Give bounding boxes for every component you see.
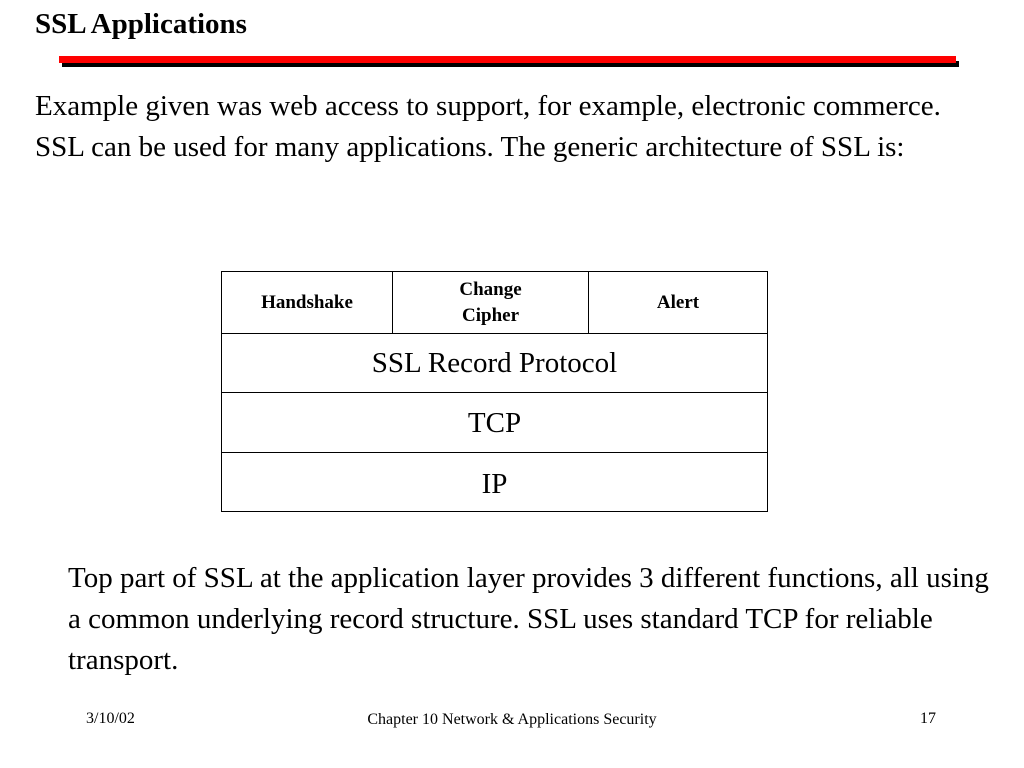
title-rule-shadow <box>62 61 959 67</box>
ip-layer: IP <box>222 454 767 513</box>
change-cipher-protocol-cell: Change Cipher <box>393 272 589 333</box>
intro-paragraph: Example given was web access to support,… <box>35 90 941 163</box>
summary-paragraph: Top part of SSL at the application layer… <box>68 562 989 676</box>
slide-title: SSL Applications <box>35 8 247 40</box>
tcp-layer: TCP <box>222 394 767 453</box>
protocol-top-row: Handshake Change Cipher Alert <box>222 272 767 334</box>
handshake-label: Handshake <box>261 291 353 313</box>
ssl-architecture-diagram: Handshake Change Cipher Alert SSL Record… <box>221 271 768 512</box>
alert-label: Alert <box>656 291 700 313</box>
footer-date: 3/10/02 <box>86 710 135 727</box>
footer-page-number: 17 <box>920 710 936 727</box>
record-protocol-label: SSL Record Protocol <box>371 347 618 379</box>
title-rule <box>59 56 956 63</box>
tcp-label: TCP <box>467 407 522 439</box>
ip-label: IP <box>481 467 508 500</box>
ssl-record-protocol-layer: SSL Record Protocol <box>222 334 767 393</box>
footer-chapter-title: Chapter 10 Network & Applications Securi… <box>367 711 657 728</box>
handshake-protocol-cell: Handshake <box>222 272 393 333</box>
change-cipher-label: Change Cipher <box>459 278 522 326</box>
alert-protocol-cell: Alert <box>589 272 767 333</box>
